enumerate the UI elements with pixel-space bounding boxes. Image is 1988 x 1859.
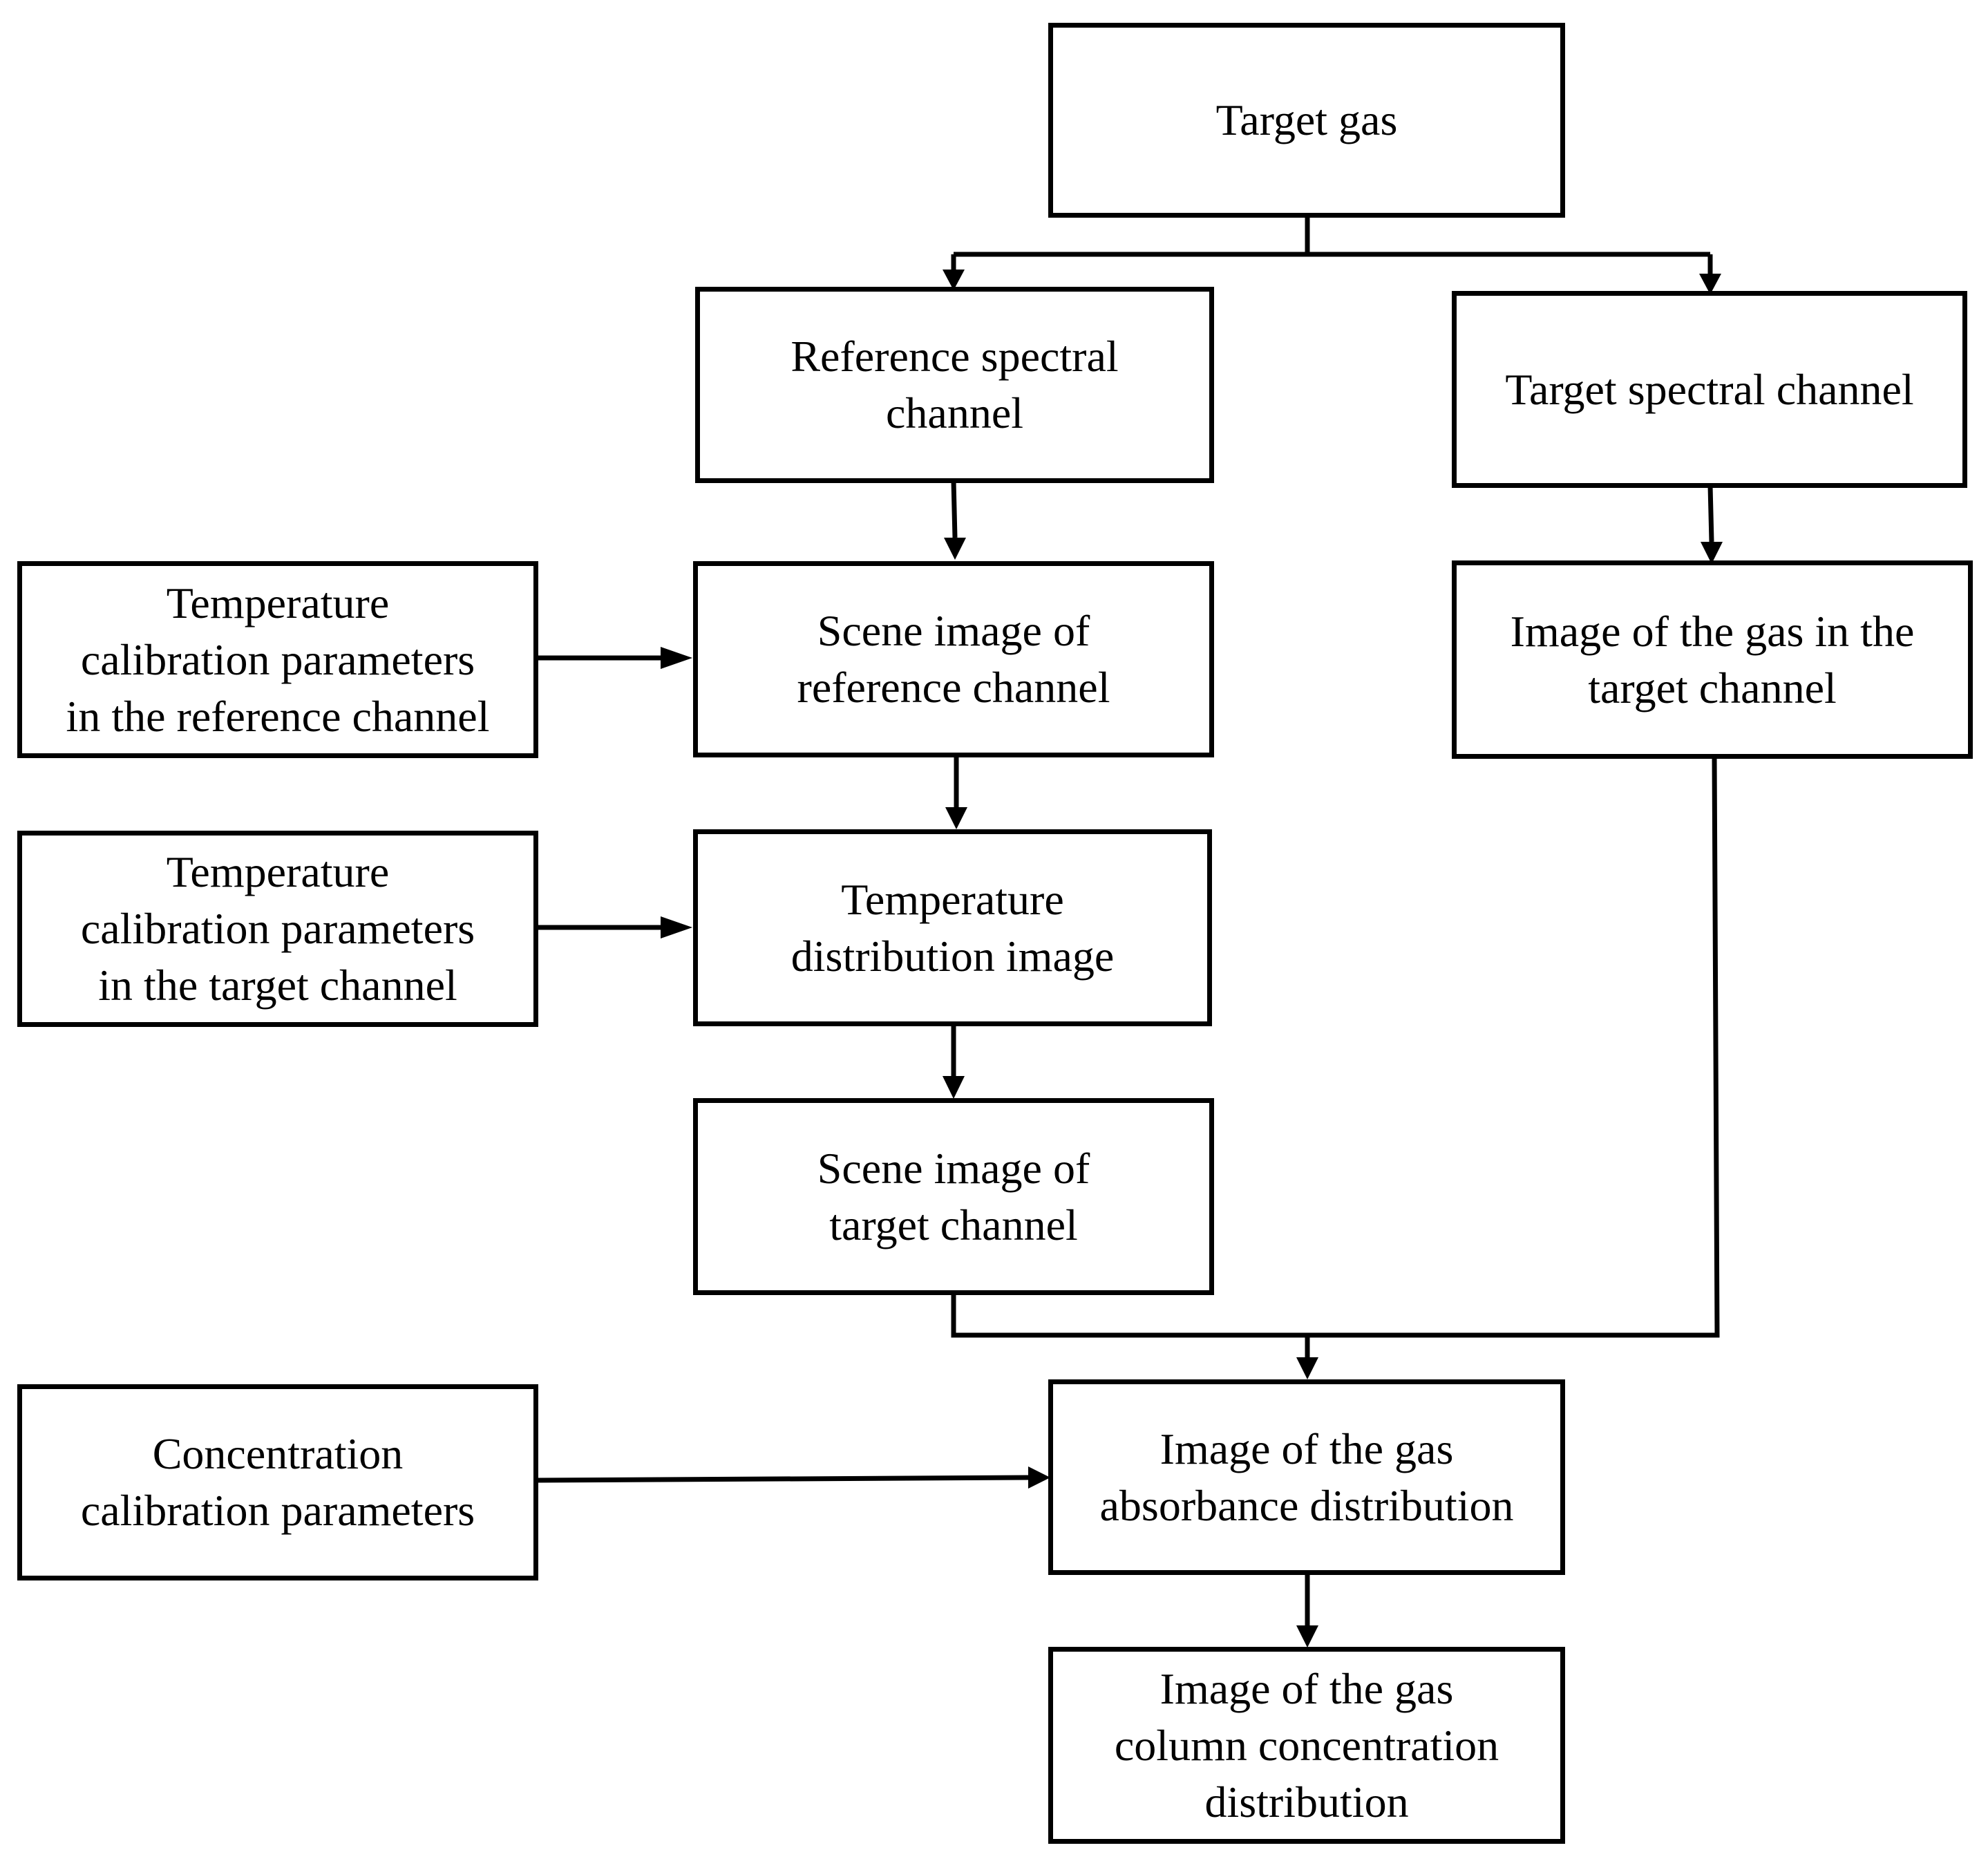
box-absorbance-distribution-label: Image of the gas absorbance distribution bbox=[1099, 1424, 1514, 1530]
box-image-gas-target-channel: Image of the gas in the target channel bbox=[1452, 560, 1973, 759]
arrowhead-scene-reference bbox=[944, 538, 966, 560]
box-temperature-distribution-image: Temperature distribution image bbox=[693, 829, 1212, 1026]
arrowhead-absorbance-left bbox=[1028, 1466, 1050, 1489]
arrowhead-temp-calib-target bbox=[661, 916, 692, 938]
connector-concentration-to-absorbance bbox=[536, 1475, 1029, 1483]
box-concentration-calibration: Concentration calibration parameters bbox=[17, 1384, 538, 1580]
box-temp-calib-reference: Temperature calibration parameters in th… bbox=[17, 561, 538, 758]
box-scene-image-reference: Scene image of reference channel bbox=[693, 561, 1214, 757]
arrowhead-temp-calib-ref bbox=[661, 647, 692, 669]
box-temp-calib-target-label: Temperature calibration parameters in th… bbox=[80, 847, 475, 1010]
box-target-spectral-channel-label: Target spectral channel bbox=[1505, 364, 1914, 414]
box-absorbance-distribution: Image of the gas absorbance distribution bbox=[1048, 1379, 1565, 1575]
box-temperature-distribution-image-label: Temperature distribution image bbox=[791, 874, 1115, 981]
box-column-concentration-distribution: Image of the gas column concentration di… bbox=[1048, 1647, 1565, 1844]
box-reference-spectral-channel-label: Reference spectral channel bbox=[791, 332, 1119, 437]
box-target-gas-label: Target gas bbox=[1215, 95, 1398, 144]
arrowhead-column-concentration bbox=[1296, 1625, 1318, 1648]
box-concentration-calibration-label: Concentration calibration parameters bbox=[80, 1429, 475, 1535]
arrowhead-temperature-distribution bbox=[945, 807, 967, 829]
arrowhead-absorbance-top bbox=[1296, 1357, 1318, 1379]
arrowhead-target-spectral-channel bbox=[1699, 274, 1721, 294]
box-column-concentration-distribution-label: Image of the gas column concentration di… bbox=[1114, 1663, 1499, 1827]
box-image-gas-target-channel-label: Image of the gas in the target channel bbox=[1510, 606, 1915, 713]
box-target-gas: Target gas bbox=[1048, 23, 1565, 218]
arrowhead-scene-target bbox=[943, 1076, 965, 1099]
connector-merge-to-absorbance bbox=[951, 755, 1720, 1338]
box-scene-image-target: Scene image of target channel bbox=[693, 1098, 1214, 1295]
arrowhead-reference-channel bbox=[943, 270, 965, 290]
arrowhead-image-gas-target bbox=[1701, 542, 1723, 564]
box-target-spectral-channel: Target spectral channel bbox=[1452, 291, 1967, 488]
connector-target-spectral-to-image bbox=[1707, 485, 1714, 542]
box-reference-spectral-channel: Reference spectral channel bbox=[695, 287, 1214, 483]
box-scene-image-target-label: Scene image of target channel bbox=[817, 1143, 1090, 1249]
box-temp-calib-target: Temperature calibration parameters in th… bbox=[17, 831, 538, 1027]
box-temp-calib-reference-label: Temperature calibration parameters in th… bbox=[66, 578, 490, 741]
box-scene-image-reference-label: Scene image of reference channel bbox=[797, 606, 1110, 712]
connector-reference-to-scene bbox=[951, 480, 958, 538]
